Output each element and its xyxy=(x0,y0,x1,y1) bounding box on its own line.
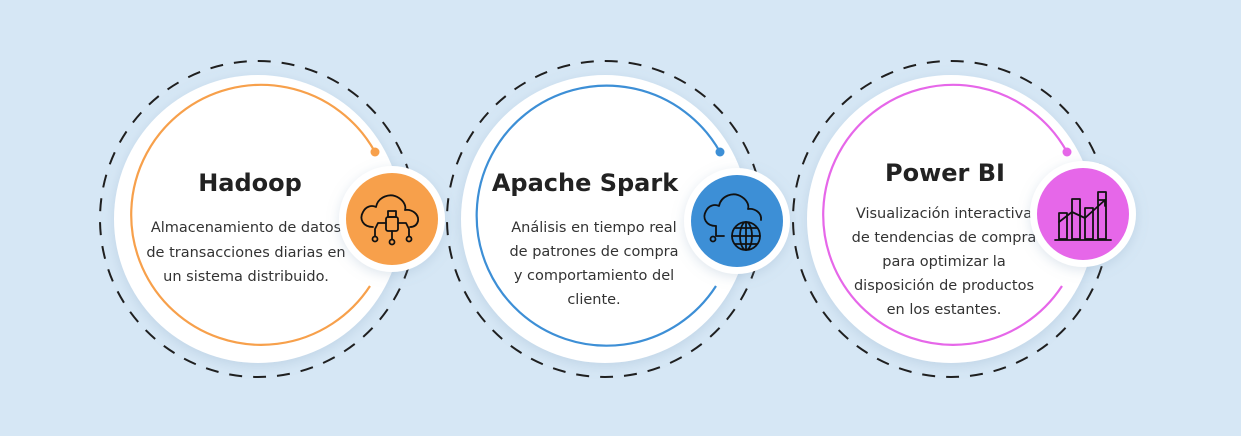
card-apache-spark: Apache Spark Análisis en tiempo real de … xyxy=(446,60,790,378)
card-description-line: disposición de productos xyxy=(854,278,1034,294)
card-title: Power BI xyxy=(885,159,1005,187)
card-description-line: de transacciones diarias en xyxy=(146,245,345,261)
icon-badge xyxy=(346,173,438,265)
accent-arc xyxy=(822,83,1068,346)
icon-badge xyxy=(1037,168,1129,260)
icon-badge xyxy=(691,175,783,267)
cloud-usb-icon xyxy=(360,194,419,246)
card-description-line: de patrones de compra xyxy=(509,244,678,260)
accent-dot xyxy=(370,147,380,157)
card-description-line: Análisis en tiempo real xyxy=(511,220,676,236)
card-description-line: cliente. xyxy=(567,292,620,308)
white-disc xyxy=(114,75,402,363)
card-description-line: de tendencias de compra xyxy=(852,230,1037,246)
card-description-line: Almacenamiento de datos xyxy=(151,220,341,236)
accent-dot xyxy=(715,147,725,157)
card-title: Hadoop xyxy=(198,169,302,197)
cloud-globe-icon xyxy=(703,193,762,251)
card-hadoop: Hadoop Almacenamiento de datos de transa… xyxy=(99,60,445,378)
card-description-line: para optimizar la xyxy=(882,254,1005,270)
card-description-line: y comportamiento del xyxy=(514,268,674,284)
accent-arc xyxy=(130,83,376,346)
card-title: Apache Spark xyxy=(492,169,679,197)
card-description-line: en los estantes. xyxy=(887,302,1002,318)
card-description-line: un sistema distribuido. xyxy=(163,269,329,285)
accent-arc xyxy=(475,84,721,347)
white-disc xyxy=(461,75,749,363)
white-disc xyxy=(807,75,1095,363)
accent-dot xyxy=(1062,147,1072,157)
bar-chart-trend-icon xyxy=(1054,191,1112,241)
card-power-bi: Power BI Visualización interactiva de te… xyxy=(792,60,1136,378)
card-description-line: Visualización interactiva xyxy=(856,206,1032,222)
